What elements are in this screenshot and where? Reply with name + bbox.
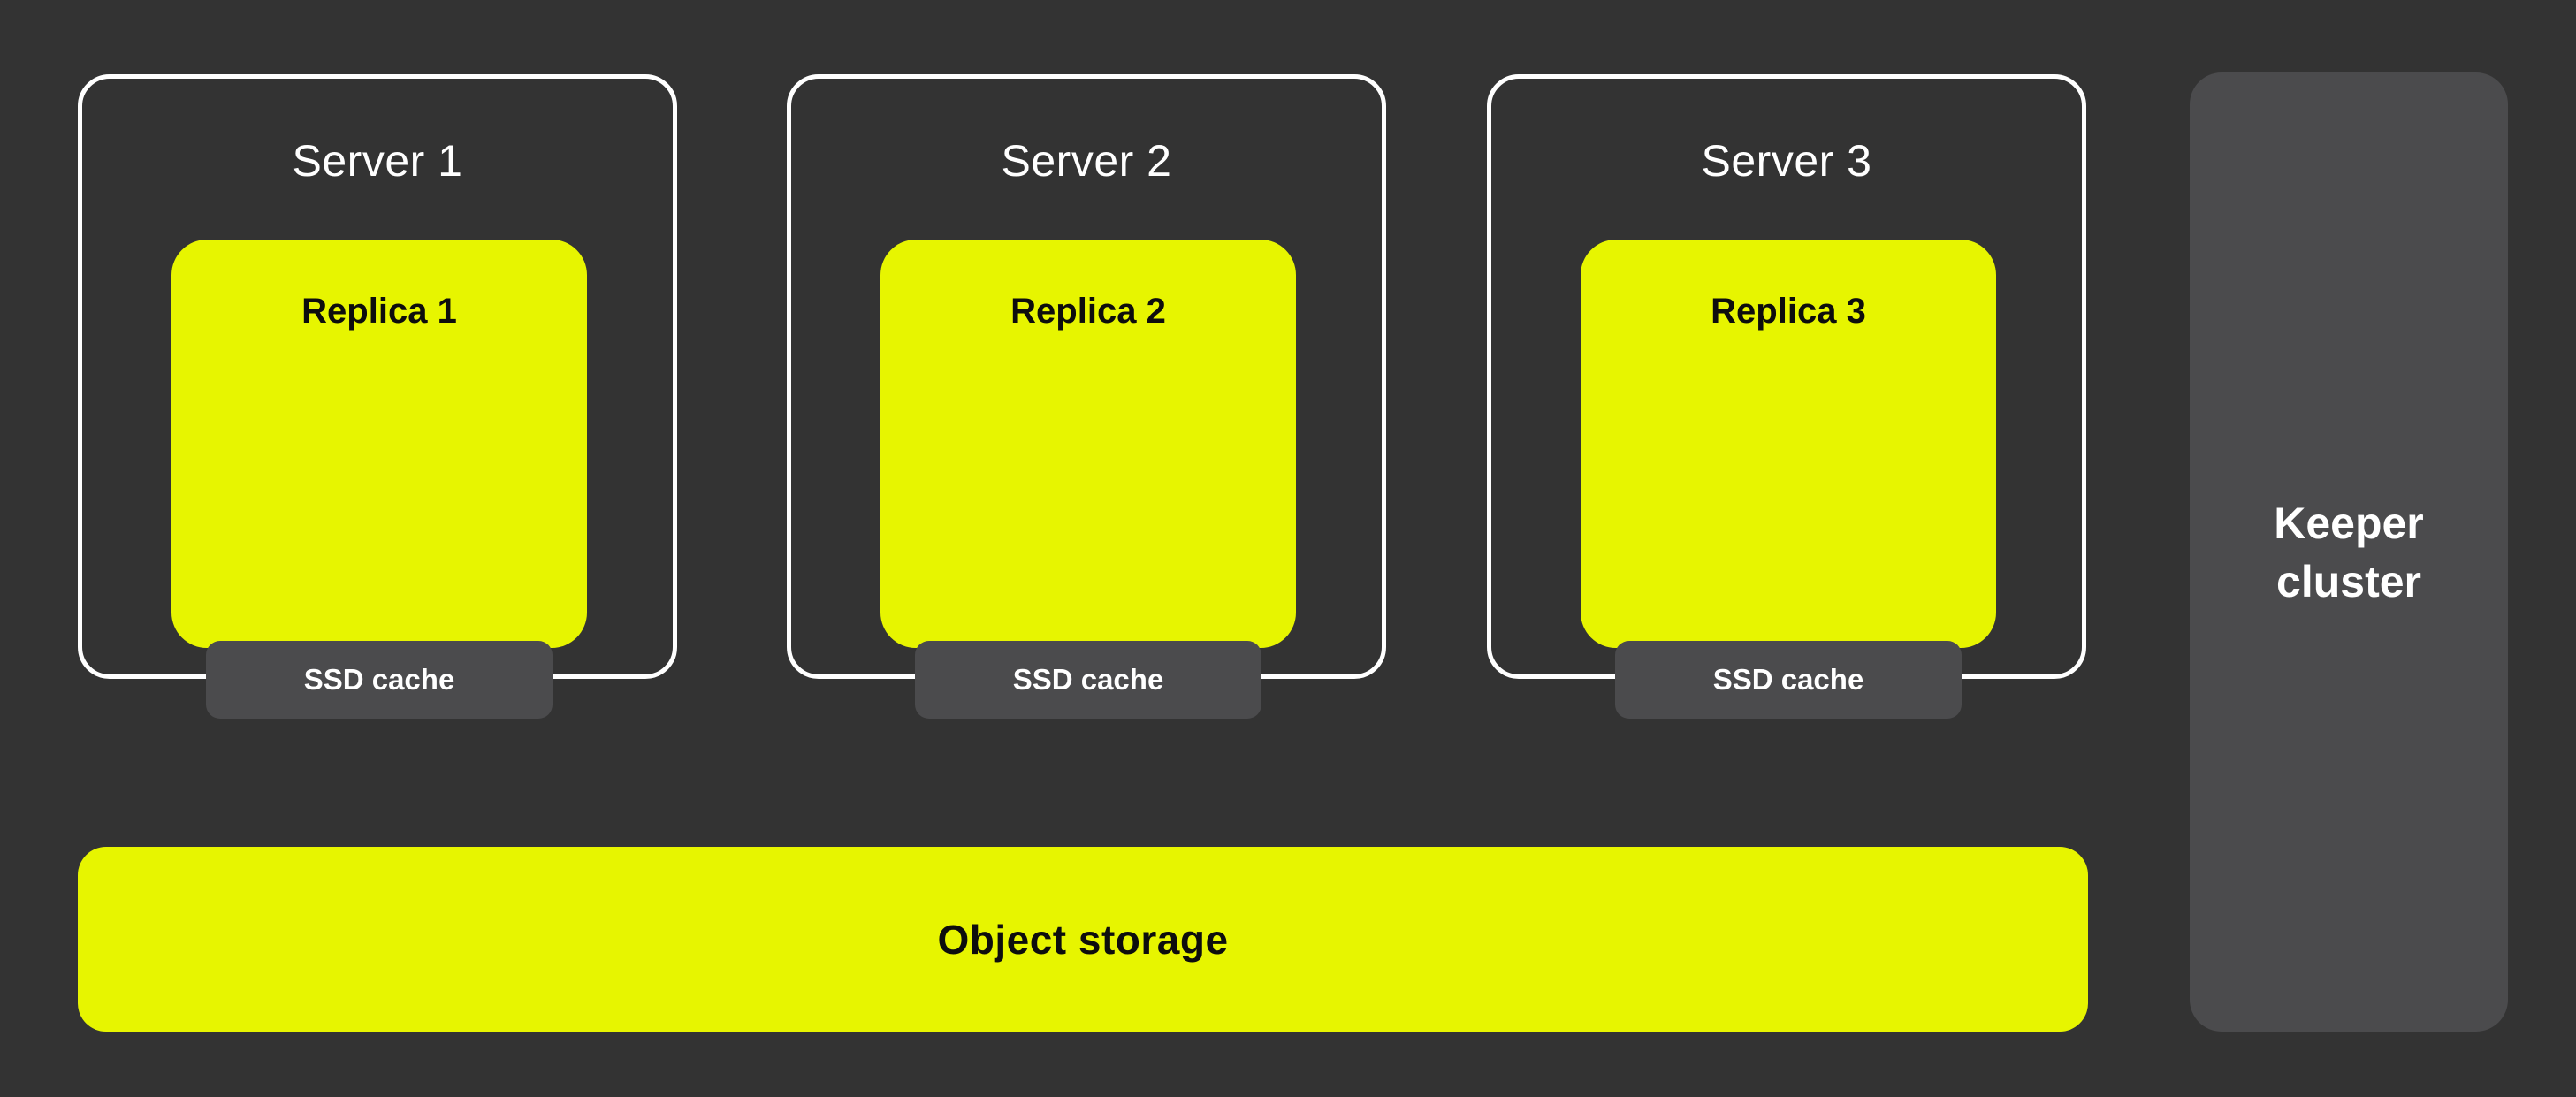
object-storage-bar: Object storage xyxy=(78,847,2088,1032)
replica-3-label: Replica 3 xyxy=(1711,292,1866,331)
ssd-cache-badge-1: SSD cache xyxy=(206,641,553,719)
ssd-cache-2-label: SSD cache xyxy=(1012,663,1164,696)
replica-3-card: Replica 3 xyxy=(1581,240,1996,648)
replica-1-label: Replica 1 xyxy=(301,292,457,331)
ssd-cache-badge-2: SSD cache xyxy=(915,641,1261,719)
server-box-3: Server 3 Replica 3 SSD cache xyxy=(1487,74,2086,719)
object-storage-label: Object storage xyxy=(937,916,1229,963)
replica-2-card: Replica 2 xyxy=(880,240,1296,648)
server-1-title: Server 1 xyxy=(292,136,463,186)
server-box-1: Server 1 Replica 1 SSD cache xyxy=(78,74,677,719)
ssd-cache-badge-3: SSD cache xyxy=(1615,641,1962,719)
server-box-2: Server 2 Replica 2 SSD cache xyxy=(787,74,1386,719)
keeper-cluster-label: Keeper cluster xyxy=(2274,498,2424,606)
replica-2-label: Replica 2 xyxy=(1010,292,1166,331)
ssd-cache-1-label: SSD cache xyxy=(303,663,455,696)
server-3-title: Server 3 xyxy=(1701,136,1872,186)
keeper-cluster-box: Keeper cluster xyxy=(2190,72,2508,1032)
replica-1-card: Replica 1 xyxy=(171,240,587,648)
ssd-cache-3-label: SSD cache xyxy=(1712,663,1864,696)
server-2-title: Server 2 xyxy=(1001,136,1172,186)
